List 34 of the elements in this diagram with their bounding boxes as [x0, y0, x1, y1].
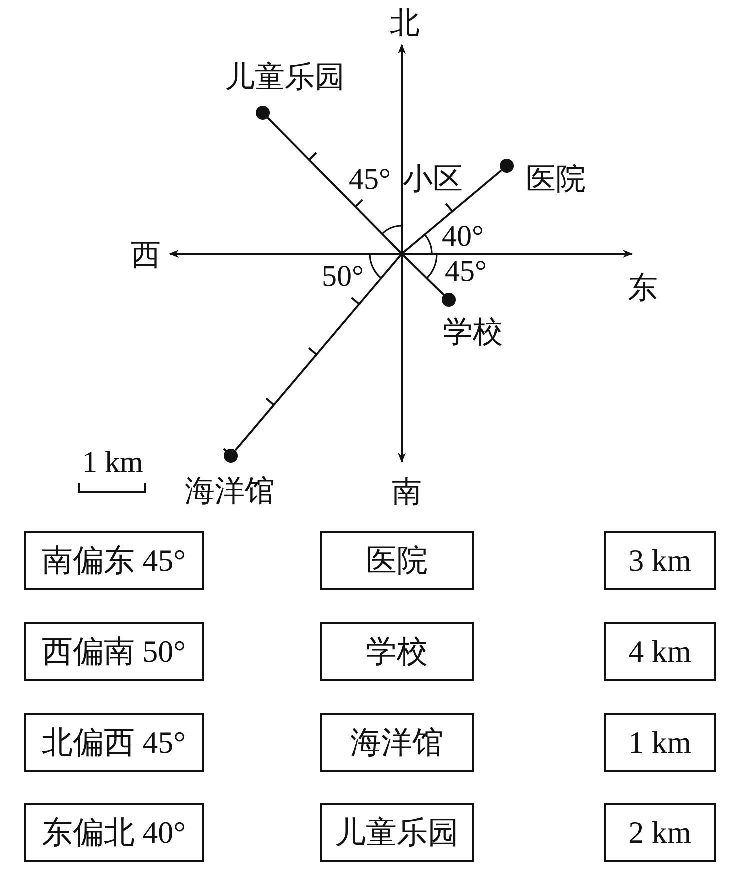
map-point [500, 159, 586, 195]
direction-label: 北 [390, 9, 420, 39]
place-name: 海洋馆 [185, 477, 275, 507]
angle-label: 45° [349, 165, 391, 195]
answer-box: 4 km [604, 622, 716, 681]
answer-box: 西偏南 50° [24, 622, 204, 681]
answer-box: 北偏西 45° [24, 713, 204, 772]
place-name: 医院 [526, 165, 586, 195]
map-point [442, 293, 503, 348]
angle-label: 45° [445, 257, 487, 287]
answer-box: 1 km [604, 713, 716, 772]
answer-box: 医院 [320, 531, 474, 590]
angle-label: 50° [322, 262, 364, 292]
scale-label: 1 km [82, 448, 144, 478]
place-name: 儿童乐园 [225, 63, 345, 93]
direction-label: 东 [628, 274, 658, 304]
answer-box: 儿童乐园 [320, 803, 474, 862]
map-point [185, 449, 275, 507]
answer-box: 3 km [604, 531, 716, 590]
map-point [225, 63, 345, 120]
angle-label: 40° [442, 222, 484, 252]
ray-line [234, 253, 403, 452]
place-name: 小区 [403, 165, 463, 195]
ray-line [401, 253, 445, 296]
place-name: 学校 [443, 318, 503, 348]
answer-box: 2 km [604, 803, 716, 862]
ray-line [267, 117, 403, 255]
direction-label: 南 [392, 478, 422, 508]
answer-box: 南偏东 45° [24, 531, 204, 590]
answer-box: 东偏北 40° [24, 803, 204, 862]
ray-line [401, 170, 502, 255]
answer-box: 学校 [320, 622, 474, 681]
answer-box: 海洋馆 [320, 713, 474, 772]
direction-label: 西 [131, 241, 161, 271]
